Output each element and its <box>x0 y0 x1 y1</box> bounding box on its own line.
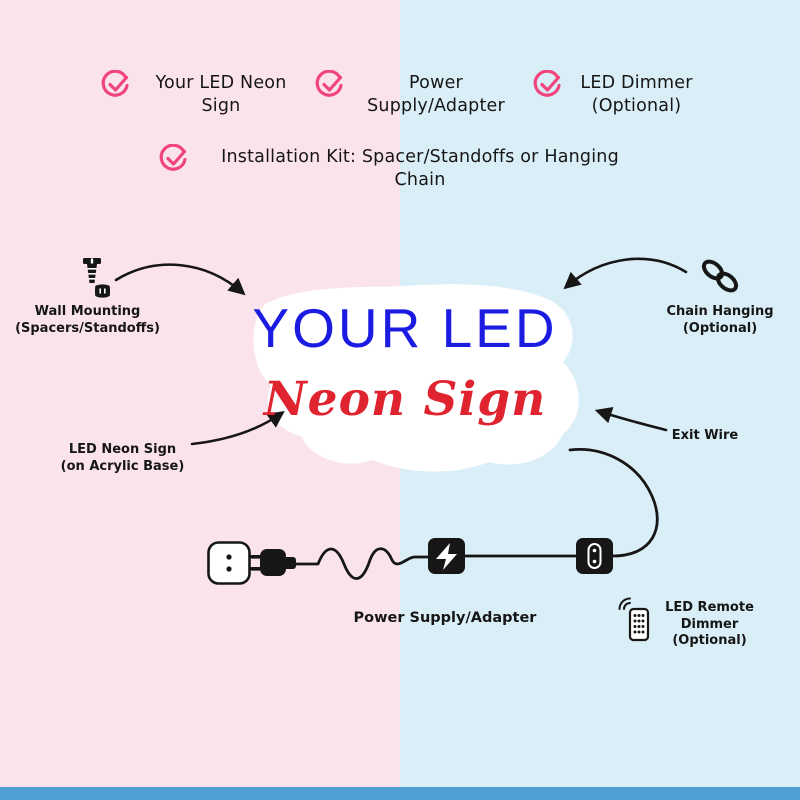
annotation-text: (Optional) <box>672 633 747 648</box>
checklist-text: Chain <box>394 170 446 190</box>
acrylic-base-label: LED Neon Sign (on Acrylic Base) <box>40 442 205 475</box>
sign-title-neon-script: Neon Sign <box>263 372 547 427</box>
annotation-text: Wall Mounting <box>34 304 141 319</box>
checklist-text: Installation Kit: Spacer/Standoffs or Ha… <box>221 147 619 167</box>
remote-dimmer-label: LED Remote Dimmer (Optional) <box>652 600 767 650</box>
annotation-text: Power Supply/Adapter <box>353 610 537 626</box>
checklist-text: Your LED Neon <box>155 73 287 93</box>
annotation-text: (Spacers/Standoffs) <box>15 320 160 336</box>
chain-link-icon <box>701 259 739 293</box>
bottom-accent-bar <box>0 787 800 800</box>
checklist-text: Supply/Adapter <box>367 96 505 116</box>
checklist-item-dimmer: LED Dimmer (Optional) <box>564 72 709 118</box>
check-icon <box>315 70 343 97</box>
sign-sticker-shape <box>253 284 579 472</box>
annotation-text: Chain Hanging <box>666 304 774 319</box>
check-icon <box>533 70 561 97</box>
checklist-item-power-supply: Power Supply/Adapter <box>346 72 526 118</box>
chain-hanging-label: Chain Hanging (Optional) <box>645 304 795 337</box>
annotation-text: Exit Wire <box>671 428 739 443</box>
checklist-text: LED Dimmer <box>580 73 693 93</box>
annotation-text: LED Neon Sign <box>68 442 177 457</box>
checklist-item-installation-kit: Installation Kit: Spacer/Standoffs or Ha… <box>190 146 650 192</box>
annotation-text: (Optional) <box>682 320 758 336</box>
check-icon <box>159 144 187 171</box>
checklist-text: Sign <box>201 96 241 116</box>
annotation-text: (on Acrylic Base) <box>60 458 185 474</box>
remote-control-icon <box>618 597 650 642</box>
sign-title-led: YOUR LED <box>252 297 558 359</box>
power-supply-label: Power Supply/Adapter <box>320 609 570 627</box>
wall-mounting-label: Wall Mounting (Spacers/Standoffs) <box>5 304 170 337</box>
wall-socket-icon <box>207 541 251 585</box>
exit-wire-label: Exit Wire <box>655 428 755 445</box>
checklist-text: Power <box>409 73 463 93</box>
checklist-text: (Optional) <box>591 96 682 116</box>
annotation-text: LED Remote <box>665 600 754 615</box>
checklist-item-neon-sign: Your LED Neon Sign <box>136 72 306 118</box>
screw-standoff-icon <box>83 258 110 298</box>
check-icon <box>101 70 129 97</box>
annotation-text: Dimmer <box>680 616 739 632</box>
